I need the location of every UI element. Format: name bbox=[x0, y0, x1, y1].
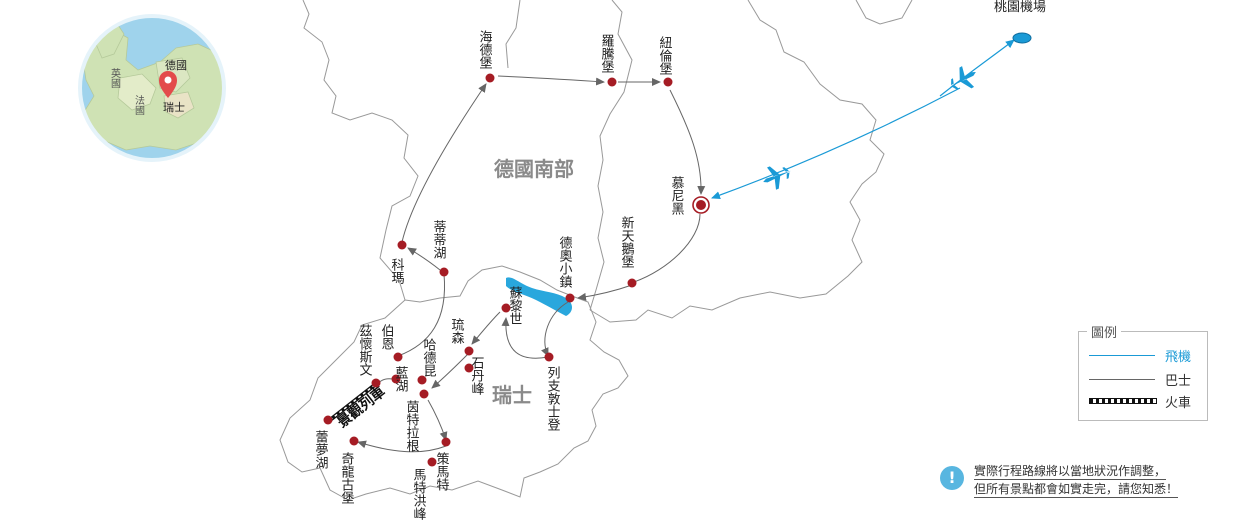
dot-zurich bbox=[501, 303, 511, 313]
city-label-blue-lake: 藍湖 bbox=[393, 366, 409, 392]
dot-lindau bbox=[565, 293, 575, 303]
city-label-zermatt: 策馬特 bbox=[434, 451, 450, 491]
legend-label-bus: 巴士 bbox=[1165, 374, 1192, 389]
region-switzerland: 瑞士 bbox=[492, 383, 532, 407]
dot-munich bbox=[692, 196, 710, 214]
city-label-zweisimmen: 茲懷斯文 bbox=[357, 323, 373, 376]
city-label-liechtenstein: 列支敦士登 bbox=[545, 366, 561, 431]
city-markers bbox=[323, 73, 673, 467]
dot-lucerne bbox=[464, 346, 474, 356]
legend-item-train: 火車 bbox=[1089, 392, 1201, 411]
legend-label-train: 火車 bbox=[1165, 396, 1192, 411]
city-label-taoyuan: 桃園機場 bbox=[994, 0, 1046, 15]
route-nuremberg-munich bbox=[669, 89, 706, 195]
route-interlaken-zermatt bbox=[427, 399, 448, 441]
city-label-titisee: 蒂蒂湖 bbox=[431, 220, 447, 259]
lake-constance bbox=[506, 277, 572, 316]
route-zermatt-chillon bbox=[357, 440, 447, 453]
route-bern-titisee bbox=[397, 273, 446, 357]
inset-label-switzerland: 瑞士 bbox=[163, 100, 185, 114]
inset-label-germany: 德國 bbox=[165, 58, 187, 72]
route-heidelberg-rothenburg bbox=[497, 75, 605, 86]
dot-zermatt bbox=[441, 437, 451, 447]
dot-titlis bbox=[464, 363, 474, 373]
legend-line-train bbox=[1089, 398, 1157, 404]
route-liechtenstein-zurich bbox=[501, 317, 549, 359]
city-label-zurich: 蘇黎世 bbox=[507, 286, 523, 325]
city-label-lucerne: 琉森 bbox=[449, 318, 465, 344]
city-label-lindau: 德奧小鎮 bbox=[557, 236, 573, 289]
city-label-rothenburg: 羅騰堡 bbox=[599, 34, 615, 73]
city-label-munich: 慕尼黑 bbox=[669, 176, 685, 216]
dot-nuremberg bbox=[663, 77, 673, 87]
dot-zweisimmen bbox=[371, 378, 381, 388]
region-south-germany: 德國南部 bbox=[494, 157, 574, 181]
city-label-titlis: 石丹峰 bbox=[469, 356, 485, 395]
dot-heidelberg bbox=[485, 73, 495, 83]
dot-matterhorn bbox=[427, 457, 437, 467]
scenic-train-label: 景觀列車 bbox=[334, 383, 389, 431]
route-titisee-como bbox=[407, 247, 441, 271]
legend-label-plane: 飛機 bbox=[1165, 350, 1192, 365]
dot-hasliberg bbox=[417, 375, 427, 385]
route-lindau-liechtenstein bbox=[541, 301, 569, 357]
route-munich-neuschwanstein bbox=[633, 213, 701, 283]
inset-label-uk: 英國 bbox=[109, 67, 121, 89]
city-label-nuremberg: 紐倫堡 bbox=[657, 36, 673, 75]
inset-label-france: 法國 bbox=[133, 94, 145, 116]
route-como-heidelberg bbox=[401, 83, 487, 243]
city-label-hasliberg: 哈德昆 bbox=[421, 338, 437, 377]
city-label-interlaken: 茵特拉根 bbox=[404, 400, 420, 452]
note-line-1: 實際行程路線將以當地狀況作調整， bbox=[974, 464, 1167, 480]
airplane-icon bbox=[763, 166, 791, 190]
info-icon: ! bbox=[940, 466, 964, 490]
city-label-bern: 伯恩 bbox=[379, 324, 395, 350]
location-pin-icon bbox=[159, 71, 177, 98]
dot-rothenburg bbox=[607, 77, 617, 87]
legend-line-plane bbox=[1089, 355, 1155, 356]
dot-blue-lake bbox=[391, 374, 401, 384]
legend-item-bus: 巴士 bbox=[1089, 370, 1201, 389]
taoyuan-airport-marker bbox=[1012, 32, 1032, 44]
legend-title: 圖例 bbox=[1087, 322, 1122, 341]
dot-interlaken bbox=[419, 389, 429, 399]
route-lucerne-interlaken bbox=[431, 353, 469, 389]
city-label-como: 科瑪 bbox=[389, 258, 405, 284]
flight-routes bbox=[711, 39, 1015, 200]
airplane-icon bbox=[949, 66, 976, 90]
note-line-2: 但所有景點都會如實走完，請您知悉！ bbox=[974, 482, 1179, 498]
city-label-leman: 蕾夢湖 bbox=[313, 430, 329, 469]
legend-item-plane: 飛機 bbox=[1089, 346, 1201, 365]
flight-taipei-munich bbox=[711, 87, 961, 200]
city-label-chillon: 奇龍古堡 bbox=[339, 451, 355, 504]
route-neuschwanstein-lindau bbox=[577, 284, 633, 301]
bus-routes bbox=[357, 75, 706, 453]
legend-line-bus bbox=[1089, 379, 1155, 380]
dot-bern bbox=[393, 352, 403, 362]
country-borders bbox=[279, 0, 913, 501]
dot-chillon bbox=[349, 436, 359, 446]
legend: 圖例 飛機 巴士 火車 bbox=[1078, 322, 1208, 421]
dot-neuschwanstein bbox=[627, 278, 637, 288]
inset-globe bbox=[78, 14, 226, 162]
route-note: ! 實際行程路線將以當地狀況作調整， 但所有景點都會如實走完，請您知悉！ bbox=[940, 462, 1210, 502]
city-label-neuschwanstein: 新天鵝堡 bbox=[619, 215, 635, 268]
flight-munich-taipei bbox=[939, 39, 1015, 97]
city-label-heidelberg: 海德堡 bbox=[477, 30, 493, 69]
dot-titisee bbox=[439, 267, 449, 277]
city-label-matterhorn: 馬特洪峰 bbox=[411, 468, 427, 520]
dot-leman bbox=[323, 415, 333, 425]
dot-como bbox=[397, 240, 407, 250]
dot-liechtenstein bbox=[544, 352, 554, 362]
route-zurich-lucerne bbox=[471, 311, 501, 345]
